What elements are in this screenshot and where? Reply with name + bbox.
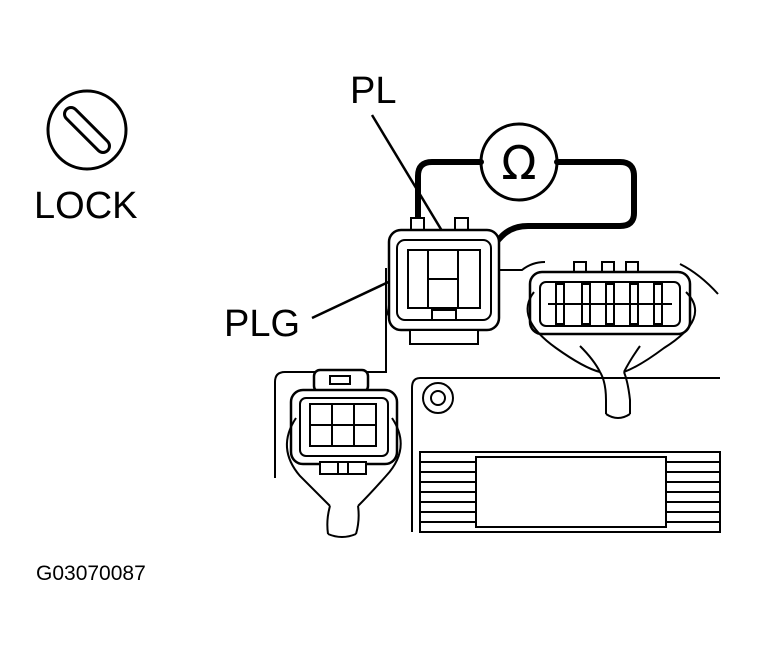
pl-terminal-label: PL	[350, 70, 396, 112]
test-leads	[415, 159, 637, 275]
ohmmeter-icon: Ω	[479, 122, 559, 202]
transmission-case	[274, 261, 721, 533]
multi-pin-connector	[528, 261, 692, 336]
pl-plg-connector	[387, 217, 501, 345]
side-connector	[289, 368, 399, 475]
ohmmeter-symbol: Ω	[501, 136, 536, 190]
lock-label: LOCK	[34, 185, 137, 227]
side-connector-harness	[285, 417, 402, 538]
lock-icon	[46, 89, 128, 171]
multi-pin-harness	[526, 291, 696, 419]
plg-terminal-label: PLG	[224, 303, 300, 345]
figure-code: G03070087	[36, 562, 146, 585]
